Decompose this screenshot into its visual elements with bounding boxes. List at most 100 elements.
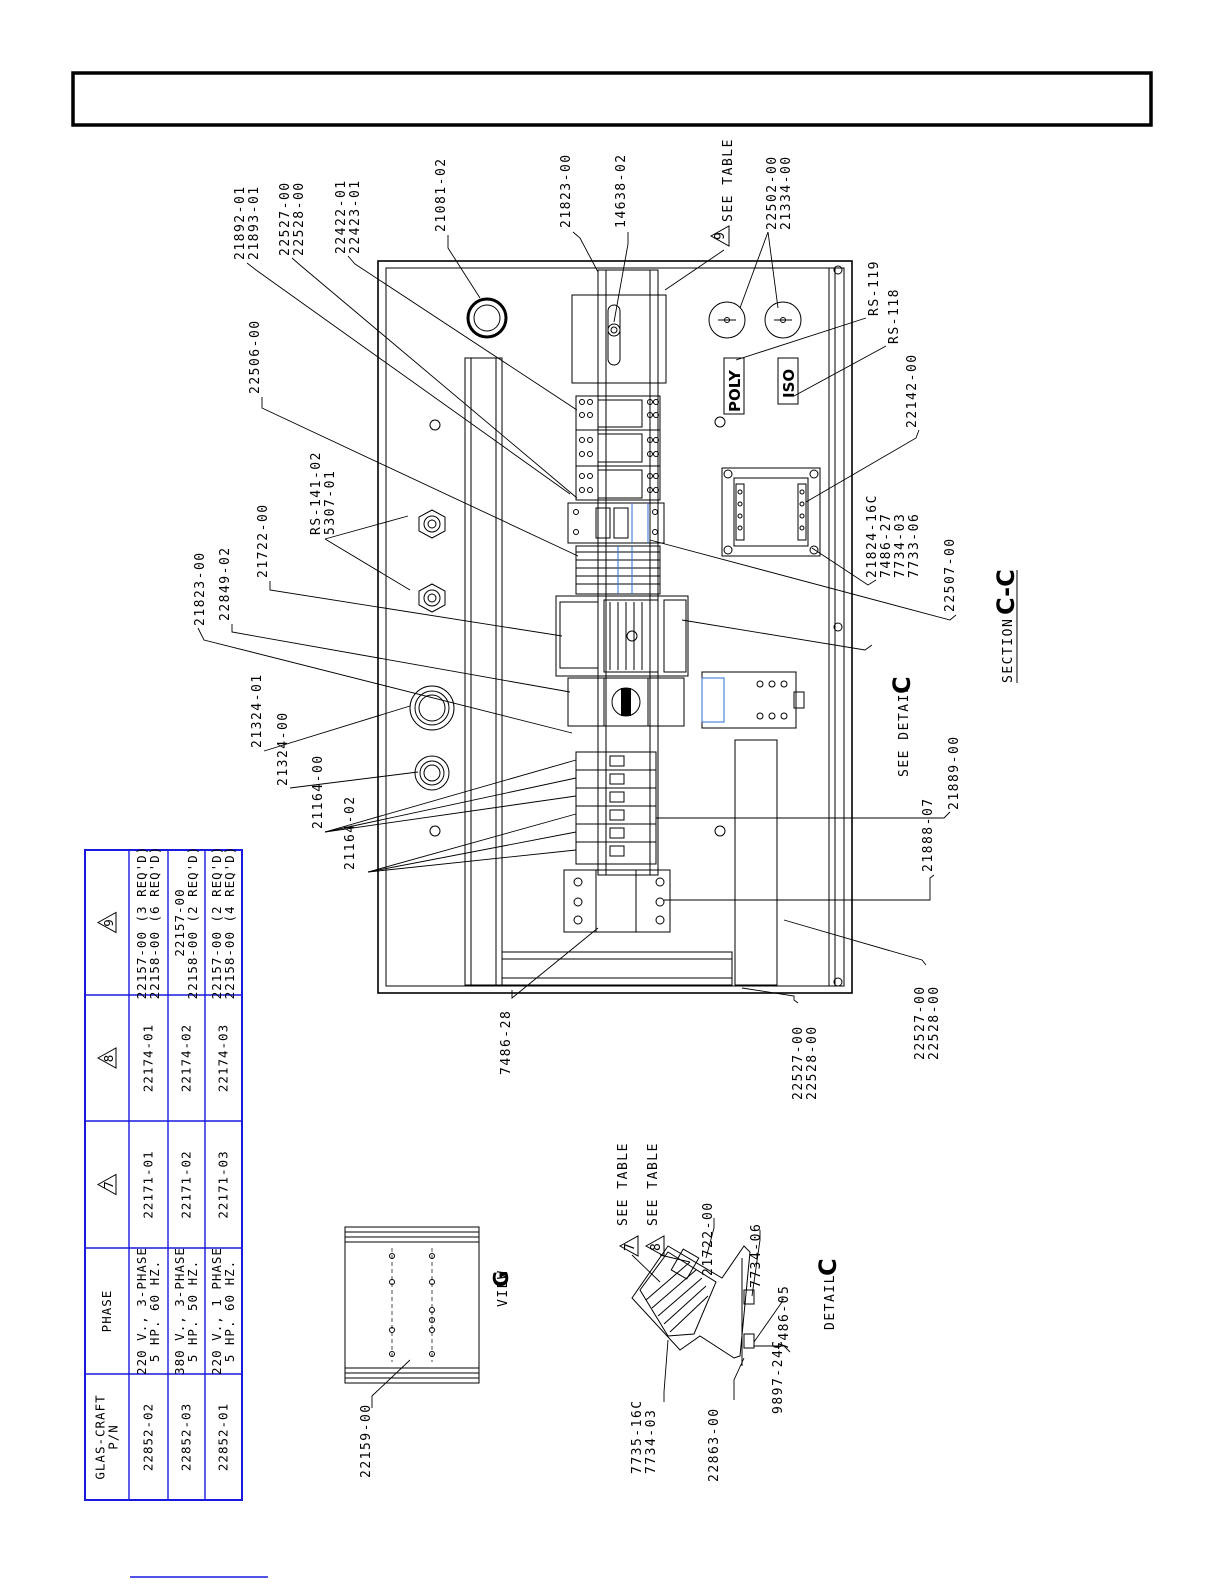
callout-line: 21722-00 — [701, 1201, 716, 1276]
callout-c9897: 9897-24C — [771, 1339, 786, 1414]
callout-line: 7734-03 — [893, 513, 908, 578]
callout-c7486_28: 7486-28 — [499, 1010, 514, 1075]
hub-21324 — [409, 685, 455, 791]
callout-cRS119: RS-119 — [867, 260, 882, 316]
svg-text:9: 9 — [713, 231, 728, 240]
svg-text:220 V., 3-PHASE: 220 V., 3-PHASE — [134, 1247, 149, 1375]
svg-text:22174-01: 22174-01 — [141, 1024, 156, 1092]
relay-bank — [575, 395, 661, 501]
terminal-strip — [575, 545, 661, 595]
wire-duct-left — [464, 357, 733, 986]
wire-duct-bottom — [734, 739, 778, 986]
circuit-breakers — [575, 751, 657, 865]
triangle-header-8: 8 — [96, 1047, 117, 1069]
callout-line: 7733-06 — [907, 513, 922, 578]
callout-line: 21889-00 — [947, 735, 962, 810]
svg-text:5 HP. 60 HZ.: 5 HP. 60 HZ. — [147, 1260, 162, 1362]
callout-c21889: 21889-00 — [947, 735, 962, 810]
callout-line: 21334-00 — [779, 155, 794, 230]
callout-line: 9897-24C — [771, 1339, 786, 1414]
callout-cRS118: RS-118 — [887, 288, 902, 344]
svg-text:SEE TABLE: SEE TABLE — [646, 1142, 661, 1226]
table-cell: 22157-00 (2 REQ'D)22158-00 (4 REQ'D) — [209, 846, 237, 999]
fuse-holder — [567, 502, 665, 544]
callout-c21823a: 21823-00 — [559, 153, 574, 228]
svg-text:SECTION: SECTION — [1001, 618, 1016, 683]
view-g-label: VIEW G — [489, 1270, 513, 1307]
callout-line: 21164-00 — [311, 754, 326, 829]
svg-text:380 V., 3-PHASE: 380 V., 3-PHASE — [172, 1247, 187, 1375]
svg-text:22174-02: 22174-02 — [179, 1024, 194, 1092]
table-cell: 22171-02 — [179, 1150, 194, 1218]
hub-rs141 — [418, 509, 446, 613]
callout-line: 5307-01 — [323, 470, 338, 535]
callout-line: 21893-01 — [247, 185, 262, 260]
callout-c21324a: 21324-01 — [250, 673, 265, 748]
svg-text:22174-03: 22174-03 — [216, 1024, 231, 1092]
callout-line: 21324-00 — [276, 711, 291, 786]
svg-text:22852-03: 22852-03 — [179, 1403, 194, 1471]
svg-text:22157-00 (2 REQ'D): 22157-00 (2 REQ'D) — [209, 846, 224, 999]
svg-text:22171-03: 22171-03 — [216, 1150, 231, 1218]
callout-c7734_06: 7734-06 — [749, 1223, 764, 1288]
svg-text:C-C: C-C — [992, 569, 1020, 615]
triangle-header-7: 7 — [96, 1173, 117, 1196]
callout-c21888: 21888-07 — [921, 797, 936, 872]
svg-text:22158-00 (4 REQ'D): 22158-00 (4 REQ'D) — [222, 846, 237, 999]
callout-c21081: 21081-02 — [434, 157, 449, 232]
callout-c22142: 22142-00 — [905, 353, 920, 428]
svg-text:22158-00 (2 REQ'D): 22158-00 (2 REQ'D) — [185, 846, 200, 999]
triangle-callout-9: 9 SEE TABLE — [709, 138, 736, 247]
callout-c21823b: 21823-00 — [193, 551, 208, 626]
table-cell: 22852-03 — [179, 1403, 194, 1471]
view-g-plate — [344, 1226, 480, 1384]
svg-text:8: 8 — [101, 1054, 116, 1063]
transformer — [721, 467, 821, 557]
callout-line: 22527-00 — [278, 181, 293, 256]
table-cell: 22174-01 — [141, 1024, 156, 1092]
svg-text:22157-00: 22157-00 — [172, 888, 187, 956]
grounding-block — [563, 869, 671, 933]
svg-text:POLY: POLY — [726, 369, 744, 412]
callout-line: 22528-00 — [292, 181, 307, 256]
svg-text:VIEW: VIEW — [496, 1270, 511, 1307]
callout-line: 22527-00 — [791, 1025, 806, 1100]
detail-c-label: DETAIL C — [814, 1258, 842, 1330]
callout-line: 22142-00 — [905, 353, 920, 428]
callout-line: 22507-00 — [943, 537, 958, 612]
svg-text:220 V., 1 PHASE: 220 V., 1 PHASE — [209, 1247, 224, 1375]
see-detail-c: SEE DETAIL C — [888, 676, 916, 777]
table-cell: 22852-01 — [216, 1403, 231, 1471]
enclosure-screw — [833, 622, 843, 632]
callout-line: RS-118 — [887, 288, 902, 344]
callout-line: 22528-00 — [927, 985, 942, 1060]
detail-c-drawing — [631, 1245, 755, 1366]
svg-text:P/N: P/N — [106, 1424, 121, 1450]
triangle-callout-8: 8 SEE TABLE — [644, 1142, 665, 1257]
callout-c21164b: 21164-02 — [343, 795, 358, 870]
svg-text:7: 7 — [623, 1242, 638, 1251]
callout-line: 22849-02 — [218, 546, 233, 621]
svg-text:SEE TABLE: SEE TABLE — [616, 1142, 631, 1226]
header-box — [71, 71, 1153, 127]
table-border — [84, 849, 243, 1501]
iso-label: ISO — [777, 357, 799, 405]
callout-line: 21824-16C — [865, 494, 880, 578]
svg-text:22852-01: 22852-01 — [216, 1403, 231, 1471]
callout-line: 22423-01 — [348, 179, 363, 254]
detail-c-leaders — [631, 1218, 791, 1402]
overload-relay — [701, 671, 805, 729]
callout-line: 7734-06 — [749, 1223, 764, 1288]
svg-text:PHASE: PHASE — [99, 1290, 114, 1333]
callout-line: RS-119 — [867, 260, 882, 316]
callout-line: 22502-00 — [765, 155, 780, 230]
